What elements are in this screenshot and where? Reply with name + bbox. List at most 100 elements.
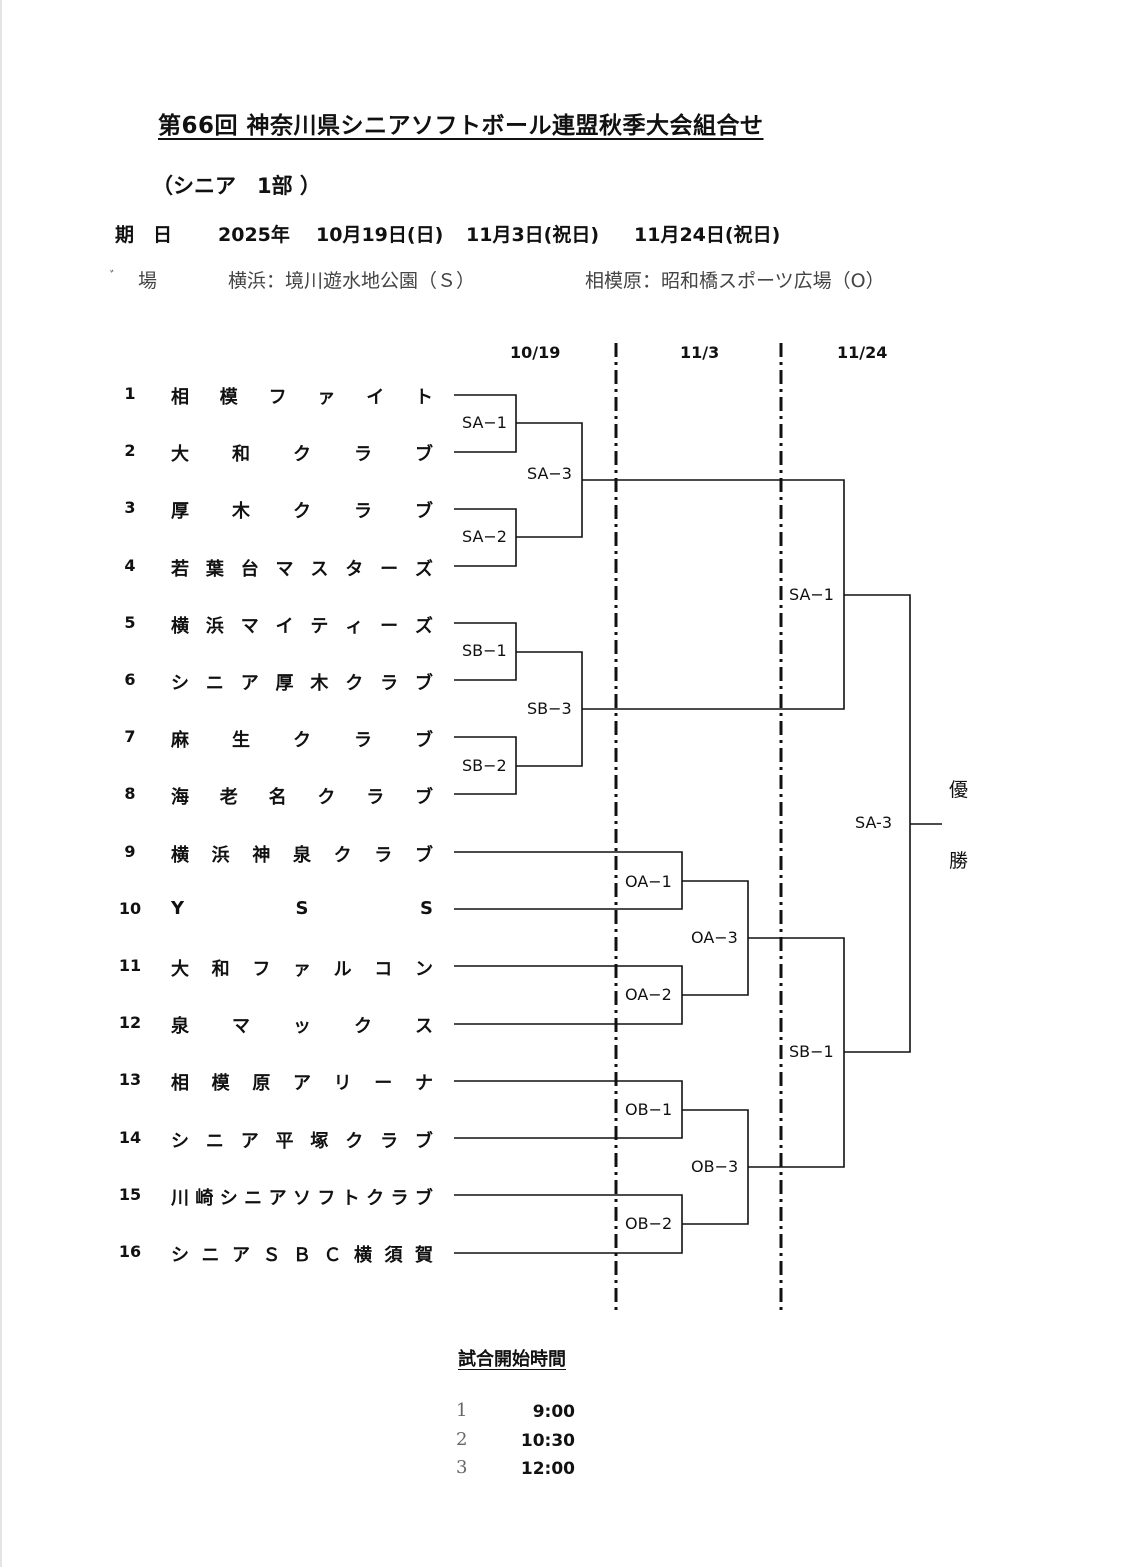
team-name-char: ラ: [354, 444, 372, 466]
date-round-2: 11月3日(祝日): [466, 224, 600, 246]
team-number: 15: [118, 1184, 142, 1204]
team-name-char: シ: [171, 673, 189, 694]
team-name: 厚木クラブ: [171, 497, 433, 523]
team-number: 5: [124, 612, 136, 632]
team-name-char: シ: [171, 1245, 189, 1266]
team-name-char: ク: [317, 787, 336, 809]
team-name-char: タ: [345, 558, 364, 580]
team-number: 14: [118, 1127, 142, 1147]
team-name-char: 台: [240, 558, 259, 580]
team-name-char: ニ: [201, 1245, 220, 1266]
team-number: 12: [118, 1013, 142, 1033]
match-label-sa1: SA−1: [460, 413, 509, 432]
match-label-sb1: SB−1: [460, 641, 509, 660]
team-name-char: ブ: [414, 844, 433, 866]
team-name-char: ニ: [205, 1130, 224, 1152]
team-name-char: ア: [268, 1187, 287, 1209]
team-name-char: ナ: [414, 1073, 433, 1095]
team-name-char: ト: [341, 1187, 360, 1209]
team-name-char: コ: [374, 959, 393, 980]
team-name-char: イ: [366, 387, 385, 408]
team-name-char: 横: [171, 844, 189, 866]
team-name-char: マ: [232, 1016, 250, 1038]
match-label-oa2: OA−2: [623, 985, 674, 1004]
team-name-char: ブ: [414, 673, 433, 694]
page-edge: [0, 0, 2, 1567]
team-name-char: ー: [380, 615, 399, 637]
match-label-oa3: OA−3: [689, 928, 740, 947]
team-name-char: 木: [310, 673, 329, 694]
team-name: 海老名クラブ: [171, 783, 433, 809]
team-name-char: ン: [414, 959, 433, 980]
team-name-char: ラ: [380, 1130, 399, 1152]
team-name: 横浜マイティーズ: [171, 612, 433, 638]
team-name-char: 名: [268, 787, 287, 809]
team-name-char: ブ: [415, 501, 433, 523]
team-number: 3: [124, 498, 136, 518]
match-label-oa1: OA−1: [623, 872, 674, 891]
team-name-char: 泉: [171, 1016, 189, 1038]
team-name-char: ク: [293, 730, 311, 752]
team-name-char: 横: [171, 615, 189, 637]
team-name-char: 麻: [171, 730, 189, 752]
team-name-char: 塚: [310, 1130, 329, 1152]
team-name-char: 大: [171, 959, 189, 980]
team-name-char: ィ: [345, 615, 364, 637]
team-name-char: シ: [171, 1130, 189, 1152]
team-name-char: ラ: [354, 501, 372, 523]
team-name-char: 川: [171, 1187, 189, 1209]
team-number: 7: [124, 727, 136, 747]
team-name-char: 大: [171, 444, 189, 466]
date-round-3: 11月24日(祝日): [634, 224, 781, 246]
team-number: 9: [124, 841, 136, 861]
team-name: 相模原アリーナ: [171, 1069, 433, 1095]
team-name-char: S: [420, 897, 433, 919]
team-name-char: ア: [292, 1073, 311, 1095]
team-name-char: 相: [171, 387, 189, 408]
start-time-2: 10:30: [520, 1431, 575, 1451]
venue-yokohama: 横浜：境川遊水地公園（Ｓ）: [228, 270, 476, 292]
team-number: 13: [118, 1070, 142, 1090]
round-header-2: 11/3: [680, 343, 720, 362]
team-name-char: Ｓ: [262, 1245, 281, 1266]
team-name-char: ク: [293, 444, 311, 466]
match-label-ob2: OB−2: [623, 1214, 675, 1233]
team-name-char: 模: [211, 1073, 230, 1095]
team-name-char: 横: [354, 1245, 372, 1266]
team-name-char: 厚: [171, 501, 189, 523]
start-time-index-3: 3: [456, 1457, 468, 1478]
match-label-ob1: OB−1: [623, 1100, 675, 1119]
team-name-char: ニ: [205, 673, 224, 694]
team-name-char: ラ: [380, 673, 399, 694]
venue-sagamihara: 相模原：昭和橋スポーツ広場（O）: [585, 270, 885, 292]
team-name-char: 生: [232, 730, 250, 752]
team-name-char: 木: [232, 501, 250, 523]
team-number: 10: [118, 898, 142, 918]
team-name: 川崎シニアソフトクラブ: [171, 1184, 433, 1210]
team-name-char: ル: [333, 959, 352, 980]
start-times-title: 試合開始時間: [458, 1349, 566, 1370]
team-name: 麻生クラブ: [171, 726, 433, 752]
venue-label-fragment: ﾞ: [110, 270, 117, 285]
team-number: 6: [124, 670, 136, 689]
dates-year: 2025年: [218, 224, 290, 246]
team-name-char: ー: [374, 1073, 393, 1095]
team-name-char: ク: [345, 1130, 364, 1152]
team-name-char: Ｂ: [293, 1245, 311, 1266]
team-name-char: S: [295, 897, 309, 919]
team-name-char: ク: [333, 844, 352, 866]
team-name-char: ー: [380, 558, 399, 580]
team-name-char: 平: [275, 1130, 294, 1152]
team-name-char: 和: [211, 959, 230, 980]
team-name-char: ア: [232, 1245, 250, 1266]
team-name-char: ク: [366, 1187, 385, 1209]
team-name-char: ク: [354, 1016, 372, 1038]
team-name: 横浜神泉クラブ: [171, 841, 433, 867]
team-name-char: 海: [171, 787, 189, 809]
team-name-char: 若: [171, 558, 189, 580]
team-name-char: 模: [219, 387, 238, 408]
match-label-sb2: SB−2: [460, 756, 509, 775]
match-label-semi-top: SA−1: [787, 585, 836, 604]
